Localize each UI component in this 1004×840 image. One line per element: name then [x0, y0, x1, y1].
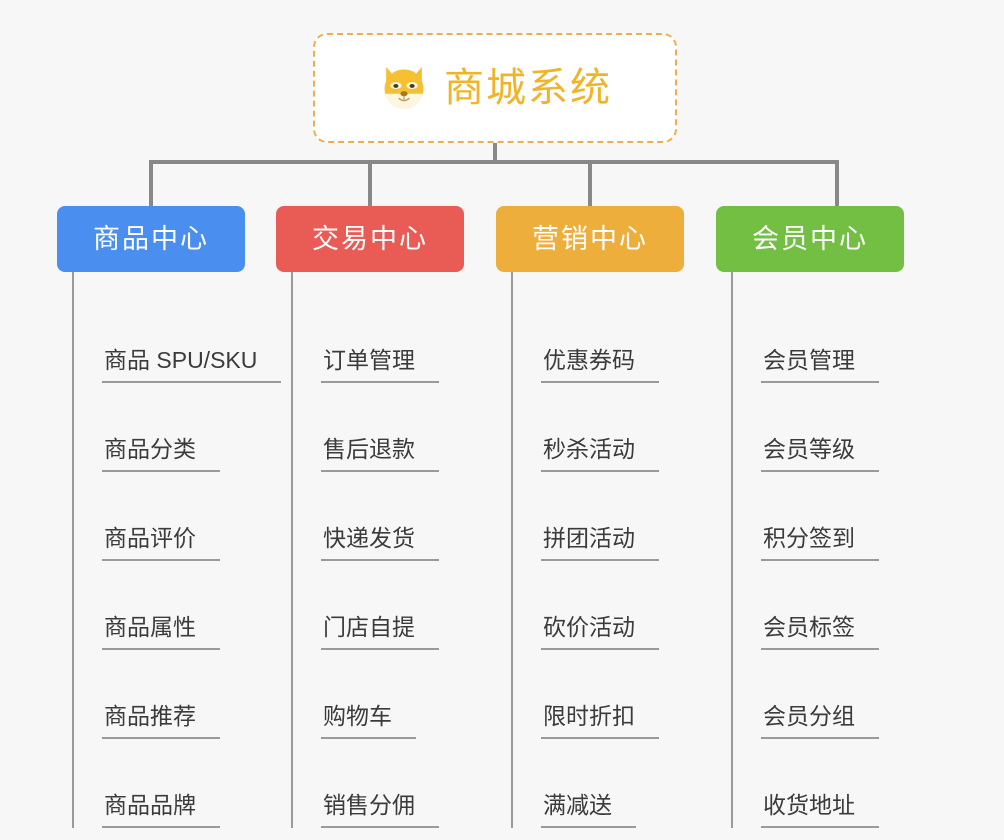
list-item-label: 砍价活动	[541, 616, 659, 650]
list-item[interactable]: 会员分组	[731, 650, 946, 739]
column-spine	[731, 272, 733, 828]
list-item[interactable]: 购物车	[291, 650, 506, 739]
list-item[interactable]: 满减送	[511, 739, 726, 828]
list-item-label: 销售分佣	[321, 794, 439, 828]
list-item-label: 商品评价	[102, 527, 220, 561]
list-item-label: 售后退款	[321, 438, 439, 472]
list-item-label: 会员管理	[761, 349, 879, 383]
list-item-label: 购物车	[321, 705, 416, 739]
list-item-label: 会员标签	[761, 616, 879, 650]
column-spine	[291, 272, 293, 828]
category-header-label: 会员中心	[752, 223, 868, 254]
dog-face-icon	[384, 66, 424, 109]
list-item-label: 商品属性	[102, 616, 220, 650]
list-item[interactable]: 商品评价	[72, 472, 287, 561]
category-header-label: 商品中心	[93, 223, 209, 254]
list-item-label: 商品分类	[102, 438, 220, 472]
drop-connector-0	[149, 160, 153, 206]
drop-connector-1	[368, 160, 372, 206]
drop-connector-3	[835, 160, 839, 206]
category-column-trade: 交易中心 订单管理 售后退款 快递发货 门店自提 购物车 销售分佣	[276, 206, 506, 828]
list-item[interactable]: 商品属性	[72, 561, 287, 650]
list-item-label: 门店自提	[321, 616, 439, 650]
category-header-trade[interactable]: 交易中心	[276, 206, 464, 272]
list-item[interactable]: 销售分佣	[291, 739, 506, 828]
list-item[interactable]: 秒杀活动	[511, 383, 726, 472]
category-header-label: 营销中心	[532, 223, 648, 254]
list-item[interactable]: 优惠券码	[511, 294, 726, 383]
list-item-label: 商品品牌	[102, 794, 220, 828]
root-node[interactable]: 商城系统	[313, 33, 677, 143]
list-item-label: 限时折扣	[541, 705, 659, 739]
category-column-product: 商品中心 商品 SPU/SKU 商品分类 商品评价 商品属性 商品推荐 商品品牌	[57, 206, 287, 828]
list-item-label: 满减送	[541, 794, 636, 828]
column-spine	[511, 272, 513, 828]
list-item-label: 会员等级	[761, 438, 879, 472]
drop-connector-2	[588, 160, 592, 206]
list-item-label: 商品推荐	[102, 705, 220, 739]
category-header-marketing[interactable]: 营销中心	[496, 206, 684, 272]
list-item[interactable]: 砍价活动	[511, 561, 726, 650]
list-item[interactable]: 商品 SPU/SKU	[72, 294, 287, 383]
list-item[interactable]: 商品分类	[72, 383, 287, 472]
leaf-list-member: 会员管理 会员等级 积分签到 会员标签 会员分组 收货地址	[731, 272, 946, 828]
category-header-member[interactable]: 会员中心	[716, 206, 904, 272]
list-item[interactable]: 收货地址	[731, 739, 946, 828]
list-item[interactable]: 会员标签	[731, 561, 946, 650]
list-item-label: 拼团活动	[541, 527, 659, 561]
list-item[interactable]: 会员等级	[731, 383, 946, 472]
list-item[interactable]: 会员管理	[731, 294, 946, 383]
leaf-list-trade: 订单管理 售后退款 快递发货 门店自提 购物车 销售分佣	[291, 272, 506, 828]
category-header-label: 交易中心	[312, 223, 428, 254]
root-title: 商城系统	[444, 66, 612, 110]
leaf-list-product: 商品 SPU/SKU 商品分类 商品评价 商品属性 商品推荐 商品品牌	[72, 272, 287, 828]
root-stem-connector	[493, 143, 497, 163]
list-item-label: 会员分组	[761, 705, 879, 739]
list-item-label: 商品 SPU/SKU	[102, 349, 282, 383]
category-column-member: 会员中心 会员管理 会员等级 积分签到 会员标签 会员分组 收货地址	[716, 206, 946, 828]
list-item-label: 积分签到	[761, 527, 879, 561]
list-item[interactable]: 门店自提	[291, 561, 506, 650]
list-item-label: 优惠券码	[541, 349, 659, 383]
list-item-label: 收货地址	[761, 794, 879, 828]
list-item[interactable]: 限时折扣	[511, 650, 726, 739]
category-header-product[interactable]: 商品中心	[57, 206, 245, 272]
list-item[interactable]: 积分签到	[731, 472, 946, 561]
list-item-label: 秒杀活动	[541, 438, 659, 472]
list-item[interactable]: 订单管理	[291, 294, 506, 383]
list-item-label: 快递发货	[321, 527, 439, 561]
list-item[interactable]: 拼团活动	[511, 472, 726, 561]
leaf-list-marketing: 优惠券码 秒杀活动 拼团活动 砍价活动 限时折扣 满减送	[511, 272, 726, 828]
list-item-label: 订单管理	[321, 349, 439, 383]
horizontal-bus-connector	[149, 160, 839, 164]
list-item[interactable]: 售后退款	[291, 383, 506, 472]
list-item[interactable]: 商品推荐	[72, 650, 287, 739]
list-item[interactable]: 商品品牌	[72, 739, 287, 828]
column-spine	[72, 272, 74, 828]
list-item[interactable]: 快递发货	[291, 472, 506, 561]
category-column-marketing: 营销中心 优惠券码 秒杀活动 拼团活动 砍价活动 限时折扣 满减送	[496, 206, 726, 828]
